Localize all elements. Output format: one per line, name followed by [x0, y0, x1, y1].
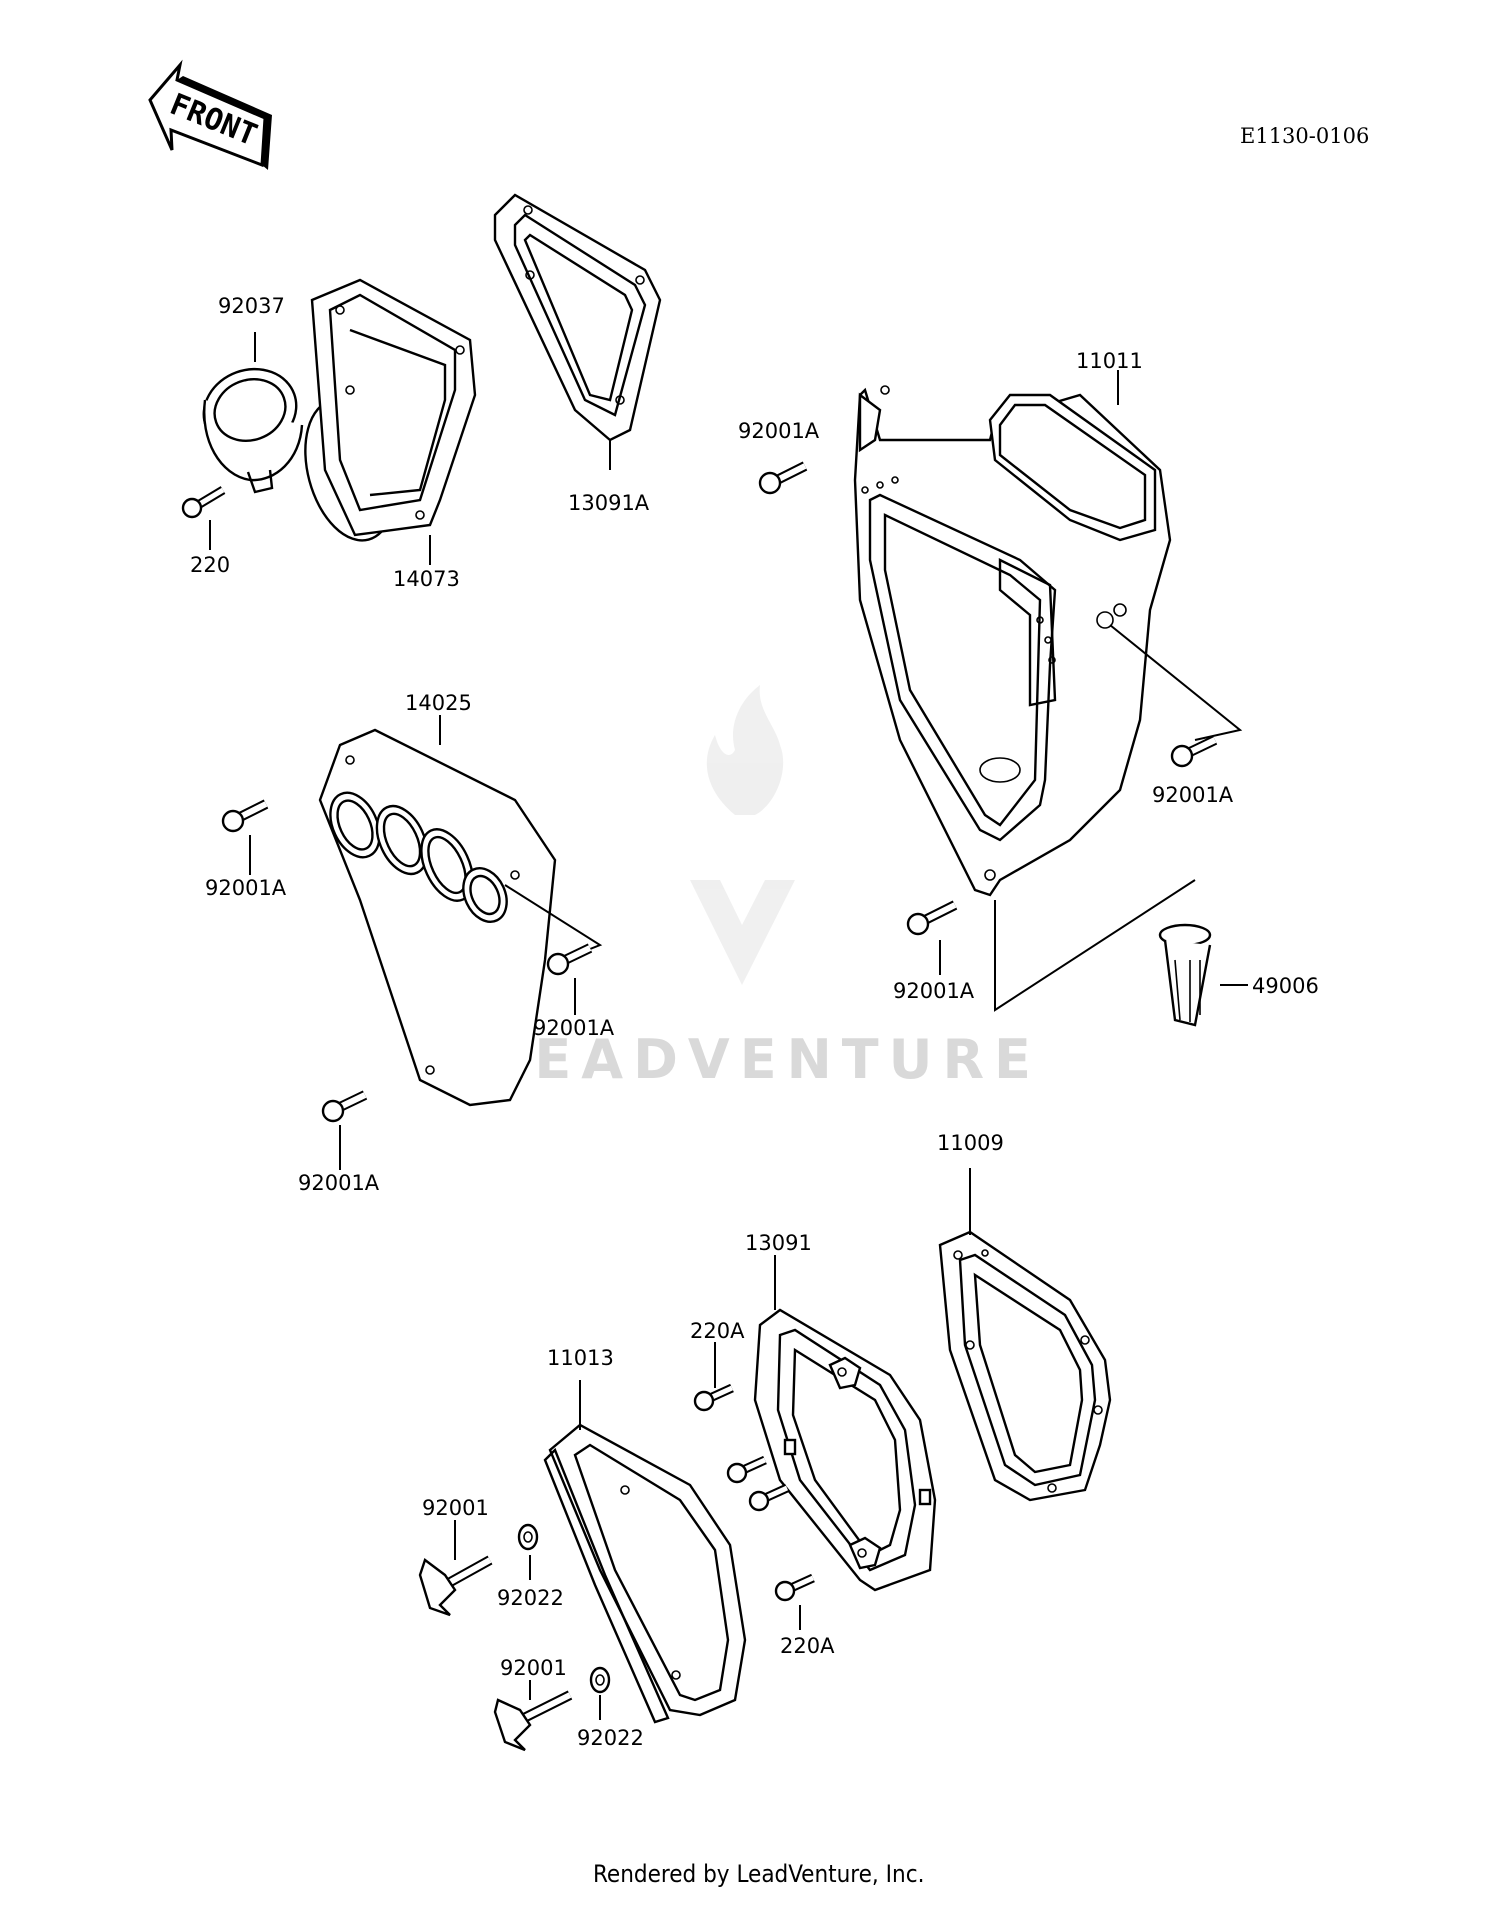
bolt-92001A-bottom: [321, 1090, 368, 1123]
wingbolt-92001-top: [418, 1555, 493, 1617]
callout-92001A-top: 92001A: [738, 419, 820, 443]
washer-92022-top: [517, 1523, 539, 1551]
callout-220: 220: [190, 553, 230, 577]
front-arrow-icon: [148, 59, 272, 170]
bolt-92001A-case: [906, 900, 958, 936]
footer-credit: Rendered by LeadVenture, Inc.: [593, 1860, 924, 1888]
screw-220A-mid-1: [726, 1455, 767, 1484]
callout-220A-bottom: 220A: [780, 1634, 835, 1658]
wingbolt-92001-bottom: [493, 1690, 573, 1752]
screw-220A-mid-2: [748, 1483, 789, 1512]
watermark-logo: [690, 685, 795, 985]
callout-92001A-right: 92001A: [1152, 783, 1234, 807]
cover-11013: [543, 1423, 747, 1724]
diagram-code: E1130-0106: [1240, 124, 1369, 148]
callout-13091A: 13091A: [568, 491, 650, 515]
callout-92001A-bottom: 92001A: [298, 1171, 380, 1195]
frame-13091: [753, 1308, 937, 1592]
clamp-92037: [202, 367, 304, 494]
watermark-text: LEADVENTURE: [490, 1028, 1041, 1091]
callout-49006: 49006: [1252, 974, 1319, 998]
callout-13091: 13091: [745, 1231, 812, 1255]
bolt-92001A-top: [758, 461, 808, 495]
callout-92001A-case: 92001A: [893, 979, 975, 1003]
gasket-13091A: [493, 193, 662, 442]
gasket-11009: [938, 1230, 1112, 1502]
duct-14073: [304, 278, 477, 542]
bolt-92001A-mid: [546, 943, 593, 976]
callout-92022-top: 92022: [497, 1586, 564, 1610]
callout-14073: 14073: [393, 567, 460, 591]
callout-11009: 11009: [937, 1131, 1004, 1155]
screw-220A-bottom: [774, 1573, 815, 1602]
callout-11011: 11011: [1076, 349, 1143, 373]
callout-92001-bottom: 92001: [500, 1656, 567, 1680]
callout-14025: 14025: [405, 691, 472, 715]
callout-92022-bottom: 92022: [577, 1726, 644, 1750]
callout-220A-top: 220A: [690, 1319, 745, 1343]
airbox-11011: [853, 385, 1172, 897]
bolt-92001A-right: [1170, 735, 1218, 768]
screw-220: [181, 486, 226, 519]
callout-92001A-mid: 92001A: [533, 1016, 615, 1040]
callout-92001A-left: 92001A: [205, 876, 287, 900]
washer-92022-bottom: [589, 1666, 611, 1694]
callout-92001-top: 92001: [422, 1496, 489, 1520]
plate-14025: [318, 728, 557, 1107]
callout-11013: 11013: [547, 1346, 614, 1370]
bolt-92001A-left: [221, 799, 269, 833]
drain-plug-49006: [1158, 923, 1212, 1027]
callout-92037: 92037: [218, 294, 285, 318]
screw-220A-top: [693, 1383, 734, 1412]
